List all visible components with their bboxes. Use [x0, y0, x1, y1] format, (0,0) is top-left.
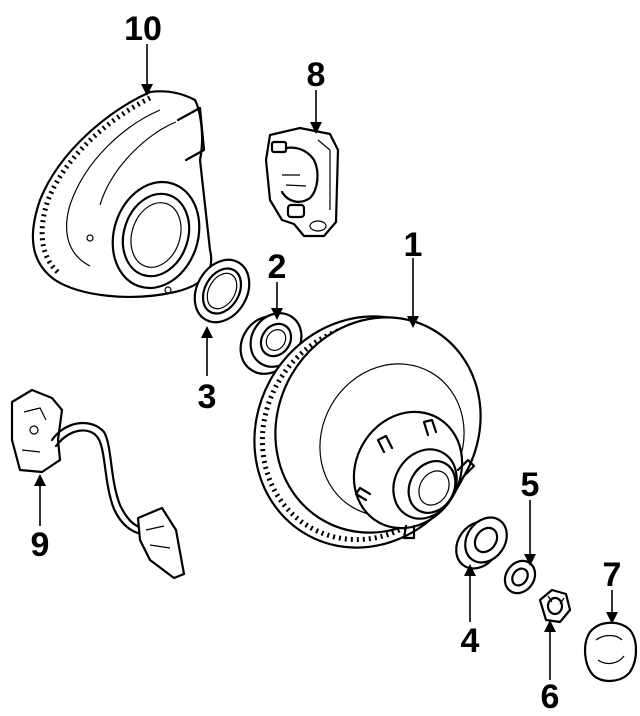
washer-part — [503, 559, 537, 595]
callout-4: 4 — [461, 622, 480, 660]
rotor-hub-part — [253, 315, 482, 549]
callout-3: 3 — [198, 378, 217, 416]
callout-10: 10 — [124, 10, 162, 48]
splash-shield-part — [31, 90, 213, 298]
callout-7: 7 — [603, 556, 622, 594]
dust-cap-part — [584, 621, 638, 682]
callout-2: 2 — [268, 248, 287, 286]
callout-5: 5 — [521, 466, 540, 504]
outer-bearing-part — [455, 516, 508, 570]
callout-1: 1 — [404, 226, 423, 264]
nut-part — [538, 588, 572, 624]
leader-lines — [34, 44, 618, 680]
callout-8: 8 — [307, 56, 326, 94]
caliper-part — [264, 126, 340, 238]
callout-9: 9 — [31, 526, 50, 564]
callout-6: 6 — [541, 678, 560, 716]
grease-seal-part — [193, 258, 251, 324]
abs-sensor-part — [10, 388, 186, 580]
